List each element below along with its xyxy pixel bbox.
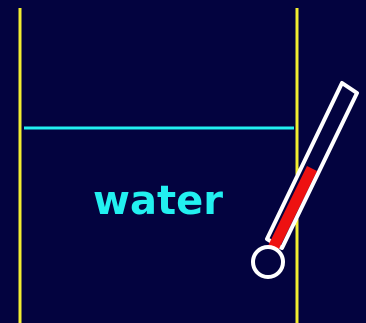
thermometer-icon [253,83,357,277]
thermometer-bulb [253,247,283,277]
thermometer-mercury [266,166,317,255]
water-label: water [93,178,223,224]
